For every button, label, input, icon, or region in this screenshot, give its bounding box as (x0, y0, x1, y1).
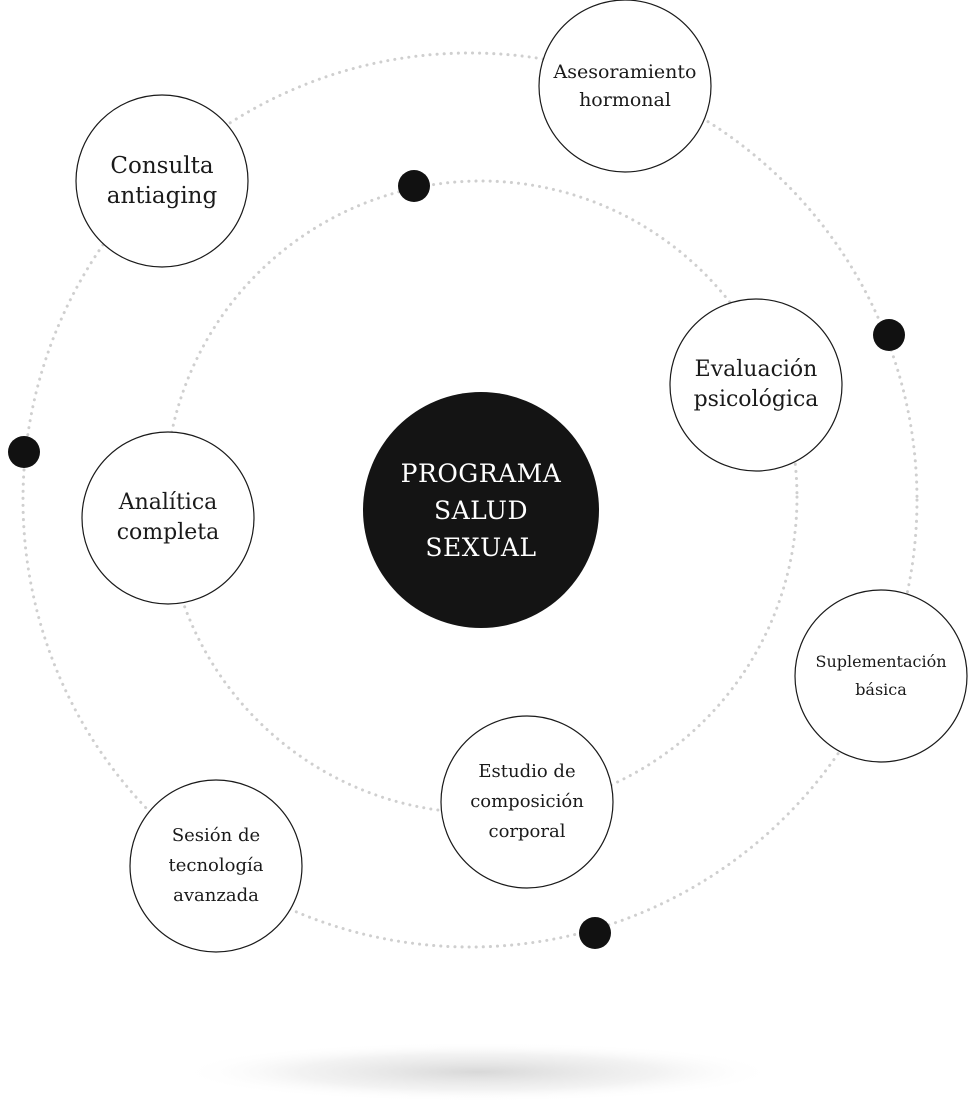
node-sesion-tecnologia-avanzada[interactable]: Sesión de tecnología avanzada (168, 825, 264, 906)
node-circle-evaluacion-psicologica (669, 298, 843, 472)
node-consulta-antiaging[interactable]: Consulta antiaging (106, 153, 218, 209)
center-circle (363, 392, 599, 628)
node-circle-asesoramiento-hormonal (538, 0, 712, 173)
node-circle-estudio-composicion-corporal (440, 715, 614, 889)
floor-shadow (178, 1042, 778, 1102)
node-circle-sesion-tecnologia-avanzada (129, 779, 303, 953)
center-title: PROGRAMA SALUD SEXUAL (400, 458, 562, 562)
orbit-marker-dot (579, 917, 611, 949)
node-circle-suplementacion-basica (794, 589, 968, 763)
outer-orbit-ring (21, 51, 919, 949)
node-evaluacion-psicologica[interactable]: Evaluación psicológica (693, 357, 819, 412)
node-circle-analitica-completa (81, 431, 255, 605)
node-suplementacion-basica[interactable]: Suplementación básica (815, 652, 947, 699)
node-circle-consulta-antiaging (75, 94, 249, 268)
node-analitica-completa[interactable]: Analítica completa (116, 490, 220, 545)
orbit-marker-dot (873, 319, 905, 351)
orbit-marker-dot (398, 170, 430, 202)
node-asesoramiento-hormonal[interactable]: Asesoramiento hormonal (553, 61, 697, 111)
orbit-marker-dot (8, 436, 40, 468)
node-estudio-composicion-corporal[interactable]: Estudio de composición corporal (470, 761, 584, 842)
